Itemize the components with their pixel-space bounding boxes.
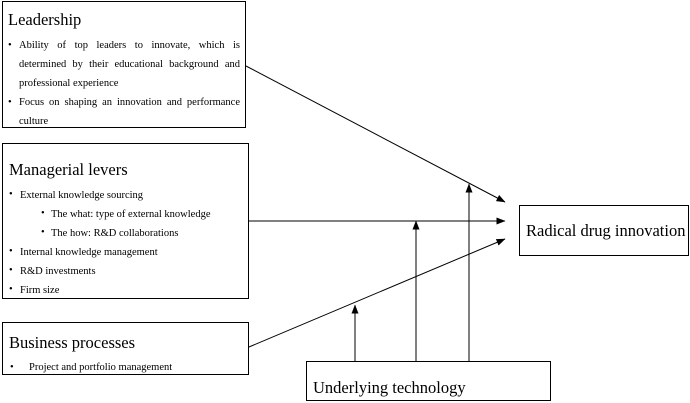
business-item-portfolio: Project and portfolio management (29, 362, 173, 373)
leadership-box: Leadership • Ability of top leaders to i… (2, 1, 246, 128)
leadership-item-1-line-3: professional experience (19, 78, 119, 89)
bullet-icon: • (8, 40, 12, 51)
bullet-icon: • (9, 189, 13, 200)
managerial-levers-box: Managerial levers • External knowledge s… (2, 143, 249, 299)
leadership-item-2-line-1: Focus on shaping an innovation and perfo… (19, 97, 240, 108)
leadership-title: Leadership (8, 10, 82, 29)
leadership-item-2-line-2: culture (19, 116, 49, 127)
managerial-item-internal-knowledge: Internal knowledge management (20, 247, 158, 258)
managerial-subitem-how: The how: R&D collaborations (51, 228, 179, 239)
leadership-item-1-line-1: Ability of top leaders to innovate, whic… (19, 40, 240, 51)
bullet-icon: • (9, 265, 13, 276)
managerial-subitem-what: The what: type of external knowledge (51, 209, 211, 220)
radical-drug-innovation-title: Radical drug innovation (526, 221, 686, 240)
arrow-leadership-to-innovation (245, 65, 506, 203)
bullet-icon: • (9, 246, 13, 257)
underlying-technology-title: Underlying technology (313, 378, 466, 397)
business-processes-title: Business processes (9, 333, 136, 352)
bullet-icon: • (41, 227, 45, 238)
managerial-item-rd-investments: R&D investments (20, 266, 96, 277)
radical-drug-innovation-box: Radical drug innovation (519, 205, 689, 256)
business-processes-box: Business processes • Project and portfol… (2, 322, 249, 375)
bullet-icon: • (9, 284, 13, 295)
arrow-processes-to-innovation (248, 238, 506, 348)
underlying-technology-box: Underlying technology (306, 361, 551, 401)
bullet-icon: • (41, 208, 45, 219)
bullet-icon: • (10, 362, 14, 373)
leadership-item-1-line-2: determined by their educational backgrou… (19, 59, 240, 70)
bullet-icon: • (8, 97, 12, 108)
managerial-item-firm-size: Firm size (20, 285, 60, 296)
managerial-levers-title: Managerial levers (9, 160, 128, 179)
managerial-item-external-sourcing: External knowledge sourcing (20, 190, 144, 201)
